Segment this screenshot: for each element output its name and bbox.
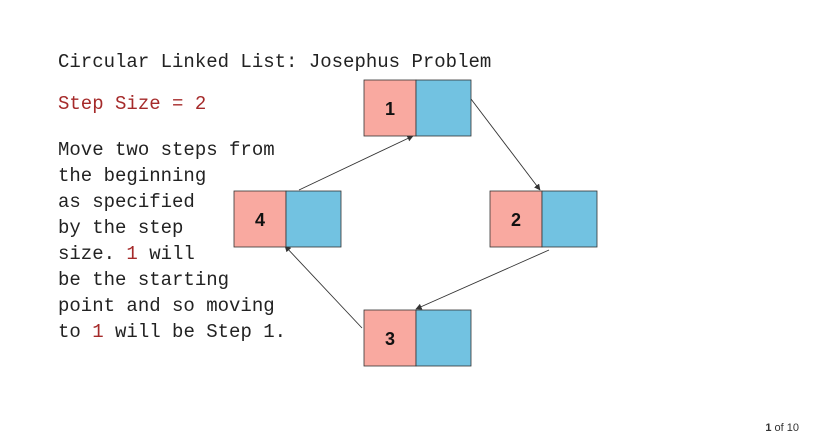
- description-segment: will be Step 1.: [103, 321, 287, 343]
- node-label: 2: [511, 210, 521, 230]
- description-segment: will: [137, 243, 195, 265]
- page-indicator: 1 of 10: [765, 422, 799, 434]
- node-data-cell: [489, 190, 543, 248]
- list-node-4: 4: [233, 190, 342, 248]
- node-next-pointer-cell: [285, 190, 342, 248]
- page-current: 1: [765, 422, 772, 434]
- description-line: as specified: [58, 189, 286, 215]
- link-arrow-2-to-3: [415, 249, 550, 310]
- description-segment: be the starting: [58, 269, 230, 291]
- description-segment: the beginning: [58, 165, 207, 187]
- description-line: by the step: [58, 215, 286, 241]
- page-title: Circular Linked List: Josephus Problem: [58, 51, 492, 73]
- link-arrow-4-to-1: [298, 135, 414, 191]
- node-label: 4: [255, 210, 265, 230]
- description-line: Move two steps from: [58, 137, 286, 163]
- node-data-cell: [363, 309, 417, 367]
- description-segment: as specified: [58, 191, 195, 213]
- node-data-cell: [233, 190, 287, 248]
- description-segment: point and so moving: [58, 295, 275, 317]
- node-data-cell: [363, 79, 417, 137]
- node-label: 3: [385, 329, 395, 349]
- node-next-pointer-cell: [415, 79, 472, 137]
- description-segment: size.: [58, 243, 127, 265]
- node-next-pointer-cell: [415, 309, 472, 367]
- list-node-1: 1: [363, 79, 472, 137]
- description-text: Move two steps from the beginning as speci…: [58, 137, 286, 345]
- list-node-3: 3: [363, 309, 472, 367]
- description-line: point and so moving: [58, 293, 286, 319]
- description-line: to 1 will be Step 1.: [58, 319, 286, 345]
- description-segment: to: [58, 321, 93, 343]
- description-line: be the starting: [58, 267, 286, 293]
- description-line: the beginning: [58, 163, 286, 189]
- description-segment: by the step: [58, 217, 184, 239]
- description-line: size. 1 will: [58, 241, 286, 267]
- highlighted-number: 1: [126, 243, 138, 265]
- highlighted-number: 1: [92, 321, 104, 343]
- page-total: of 10: [774, 422, 799, 434]
- list-node-2: 2: [489, 190, 598, 248]
- step-size-label: Step Size = 2: [58, 93, 207, 115]
- node-next-pointer-cell: [541, 190, 598, 248]
- node-label: 1: [385, 99, 395, 119]
- link-arrow-1-to-2: [470, 98, 541, 191]
- link-arrow-3-to-4: [284, 245, 363, 329]
- description-segment: Move two steps from: [58, 139, 275, 161]
